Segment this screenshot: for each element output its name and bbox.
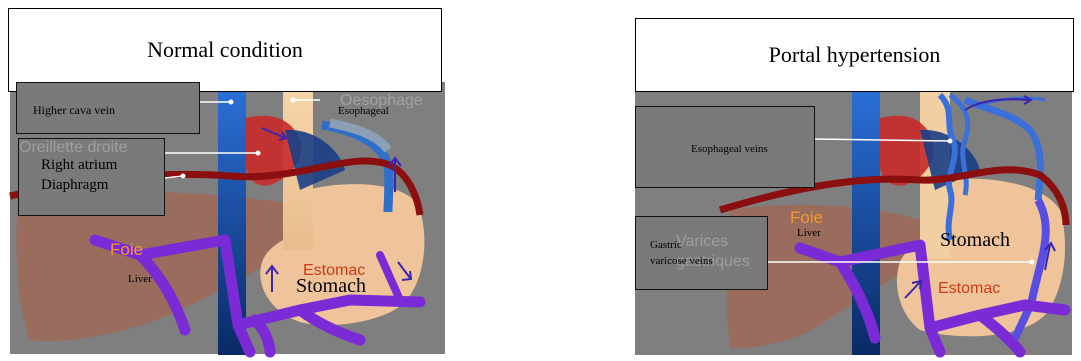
esophageal-veins-box: Esophageal veins [635, 106, 815, 188]
pointer-dot [290, 97, 296, 103]
oreillette-ghost-label: Oreillette droite [19, 139, 128, 156]
estomac-label: Estomac [303, 262, 366, 279]
flow-arrow [397, 261, 413, 281]
liver-shape [726, 204, 935, 349]
normal-condition-illustration [9, 82, 445, 358]
liver-label: Liver [128, 273, 152, 285]
flow-arrow [261, 127, 288, 141]
foie-label: Foie [110, 240, 144, 259]
pointer-dot [947, 138, 953, 144]
normal-condition-panel: Normal condition Higher cava vein Oreill… [0, 0, 450, 361]
portal-vein [89, 234, 426, 358]
flow-arrow [904, 279, 923, 299]
left-gastric-vein-gray [329, 118, 392, 153]
gastric-varices [1011, 198, 1050, 341]
atrium-diaphragm-box: Oreillette droite Right atrium Diaphragm [18, 138, 165, 216]
heart-blue [285, 129, 345, 190]
esophageal-label: Esophageal [338, 105, 389, 117]
varicose-veins-label: varicose veins [650, 255, 713, 267]
splenic-branch [376, 251, 404, 304]
foie-label: Foie [790, 208, 824, 227]
oesophage-ghost-label: Oesophage [340, 92, 423, 109]
gastric-varices-box: Varices gastriques Gastric varicose vein… [635, 216, 768, 290]
higher-cava-vein-box: Higher cava vein [16, 82, 200, 134]
esophageal-veins-label: Esophageal veins [691, 143, 768, 155]
diaphragm-label: Diaphragm [41, 177, 109, 193]
esophageal-varices [937, 92, 958, 241]
normal-condition-title: Normal condition [8, 8, 442, 92]
pointer-dot [228, 99, 234, 105]
gastriques-ghost-label: gastriques [676, 253, 750, 270]
liver-label: Liver [797, 227, 821, 239]
varices-ghost-label: Varices [676, 233, 729, 250]
portal-hypertension-panel: Portal hypertension Esophageal veins Var… [620, 0, 1081, 361]
pointer-diaphragm [164, 175, 184, 179]
flow-arrow [265, 264, 279, 292]
stomach-shape [260, 184, 425, 326]
higher-cava-vein-label: Higher cava vein [33, 103, 115, 117]
pointer-dot [255, 150, 261, 156]
flow-arrow [388, 156, 402, 192]
gastric-label: Gastric [650, 239, 682, 251]
esophageal-varices [963, 96, 1044, 201]
right-atrium-label: Right atrium [41, 157, 118, 173]
stomach-shape [896, 178, 1065, 337]
pointer-dot [180, 173, 186, 179]
stomach-label: Stomach [940, 229, 1010, 251]
portal-hypertension-title: Portal hypertension [635, 18, 1074, 92]
diaphragm-line [718, 166, 1070, 226]
stomach-label: Stomach [296, 275, 366, 297]
right-atrium [880, 115, 934, 186]
pointer-esophageal-veins [814, 138, 951, 142]
estomac-label: Estomac [938, 280, 1001, 297]
flow-arrow [1044, 241, 1056, 271]
pointer-dot [1029, 259, 1035, 265]
flow-arrow [964, 95, 1034, 111]
